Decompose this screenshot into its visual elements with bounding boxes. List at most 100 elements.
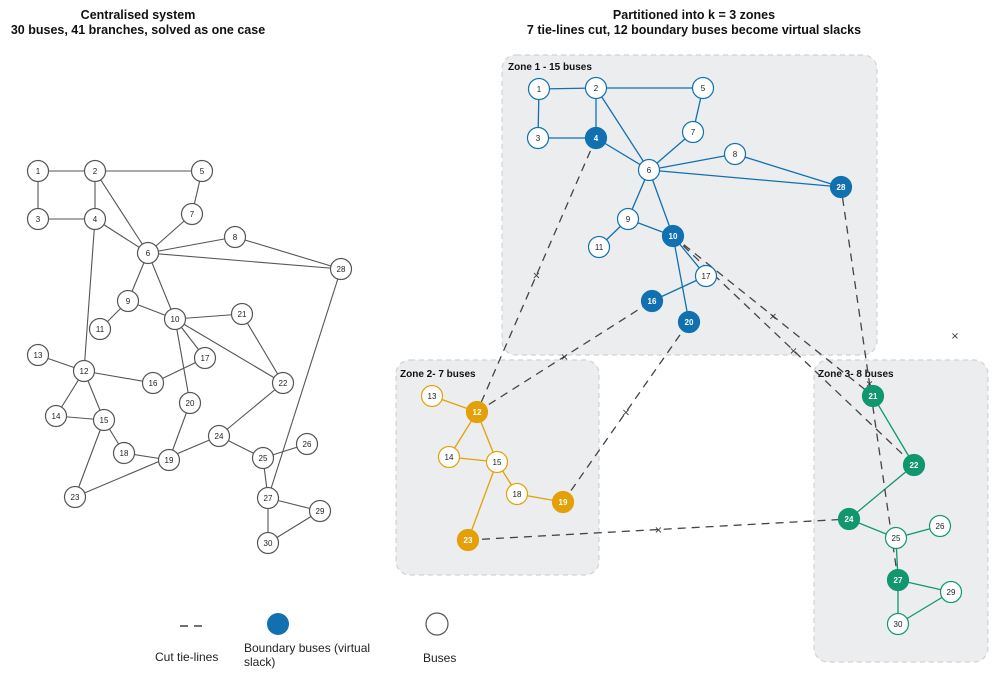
bus-left-1-circle bbox=[26, 159, 50, 183]
bus-left-28-circle bbox=[329, 257, 353, 281]
bus-left-4-label: 4 bbox=[93, 215, 98, 224]
bus-left-5-circle bbox=[190, 159, 214, 183]
bus-left-19-label: 19 bbox=[165, 456, 174, 465]
bus-left-29-label: 29 bbox=[316, 507, 325, 516]
bus-left-14-circle bbox=[44, 404, 68, 428]
bus-right-10-label: 10 bbox=[669, 232, 678, 241]
bus-right-27: 27 bbox=[886, 568, 910, 592]
bus-right-14: 14 bbox=[437, 445, 461, 469]
left-title-line1: Centralised system bbox=[80, 8, 196, 22]
bus-right-21-circle bbox=[861, 384, 885, 408]
branch-left-10-20 bbox=[174, 318, 191, 404]
bus-left-10-circle bbox=[163, 307, 187, 331]
bus-right-8: 8 bbox=[723, 142, 747, 166]
bus-left-23-label: 23 bbox=[71, 493, 80, 502]
bus-left-16-label: 16 bbox=[149, 379, 158, 388]
legend-boundary-label: Boundary buses (virtual slack) bbox=[244, 641, 371, 669]
bus-right-25: 25 bbox=[884, 526, 908, 550]
bus-right-4-label: 4 bbox=[594, 134, 599, 143]
bus-right-17-circle bbox=[694, 264, 718, 288]
bus-right-24: 24 bbox=[837, 507, 861, 531]
bus-left-18-label: 18 bbox=[120, 449, 129, 458]
bus-left-8-circle bbox=[223, 225, 247, 249]
bus-left-6-label: 6 bbox=[146, 249, 151, 258]
bus-left-16: 16 bbox=[141, 371, 165, 395]
bus-right-9-label: 9 bbox=[626, 215, 631, 224]
bus-left-2: 2 bbox=[83, 159, 107, 183]
bus-right-18-label: 18 bbox=[513, 490, 522, 499]
bus-left-6-circle bbox=[136, 241, 160, 265]
bus-right-17-label: 17 bbox=[702, 272, 711, 281]
bus-left-21-circle bbox=[230, 302, 254, 326]
cut-marker-extra: × bbox=[951, 331, 959, 342]
bus-left-22-circle bbox=[271, 371, 295, 395]
bus-right-4: 4 bbox=[584, 126, 608, 150]
bus-left-14: 14 bbox=[44, 404, 68, 428]
bus-right-2: 2 bbox=[584, 76, 608, 100]
bus-right-30-label: 30 bbox=[894, 620, 903, 629]
bus-left-19: 19 bbox=[157, 448, 181, 472]
bus-right-5: 5 bbox=[691, 76, 715, 100]
bus-right-15-label: 15 bbox=[493, 458, 502, 467]
bus-right-11: 11 bbox=[587, 235, 611, 259]
bus-right-6: 6 bbox=[637, 158, 661, 182]
bus-left-2-label: 2 bbox=[93, 167, 98, 176]
bus-right-23: 23 bbox=[456, 528, 480, 552]
bus-left-4: 4 bbox=[83, 207, 107, 231]
bus-right-16-circle bbox=[640, 289, 664, 313]
bus-left-11: 11 bbox=[88, 317, 112, 341]
bus-left-5: 5 bbox=[190, 159, 214, 183]
branch-left-23-24 bbox=[74, 435, 220, 498]
branch-left-2-6 bbox=[94, 170, 149, 254]
bus-left-26-label: 26 bbox=[303, 440, 312, 449]
bus-left-13-circle bbox=[26, 343, 50, 367]
bus-left-22: 22 bbox=[271, 371, 295, 395]
branch-left-10-22 bbox=[174, 318, 284, 384]
bus-right-9-circle bbox=[616, 207, 640, 231]
branch-right-2-6 bbox=[595, 87, 650, 171]
bus-left-27: 27 bbox=[256, 486, 280, 510]
tie-line-27-28 bbox=[840, 186, 899, 581]
branch-left-12-16 bbox=[83, 370, 154, 384]
bus-left-7-label: 7 bbox=[190, 210, 195, 219]
bus-right-9: 9 bbox=[616, 207, 640, 231]
bus-right-5-circle bbox=[691, 76, 715, 100]
tie-line-19-20 bbox=[562, 321, 690, 503]
bus-right-22-circle bbox=[902, 453, 926, 477]
zone-label-z1: Zone 1 - 15 buses bbox=[508, 62, 592, 73]
bus-left-28-label: 28 bbox=[337, 265, 346, 274]
bus-right-20-label: 20 bbox=[685, 318, 694, 327]
bus-left-11-label: 11 bbox=[96, 325, 105, 334]
bus-right-28-circle bbox=[829, 175, 853, 199]
bus-left-14-label: 14 bbox=[52, 412, 61, 421]
bus-left-8-label: 8 bbox=[233, 233, 238, 242]
bus-right-24-circle bbox=[837, 507, 861, 531]
bus-right-1-circle bbox=[527, 77, 551, 101]
bus-right-13-label: 13 bbox=[428, 392, 437, 401]
bus-left-3-label: 3 bbox=[36, 215, 41, 224]
bus-right-30-circle bbox=[886, 612, 910, 636]
bus-left-21: 21 bbox=[230, 302, 254, 326]
bus-left-24-circle bbox=[207, 424, 231, 448]
bus-right-21: 21 bbox=[861, 384, 885, 408]
bus-right-21-label: 21 bbox=[869, 392, 878, 401]
bus-left-25-circle bbox=[251, 446, 275, 470]
bus-left-1: 1 bbox=[26, 159, 50, 183]
branch-left-22-24 bbox=[218, 382, 284, 437]
legend-bus-swatch bbox=[425, 612, 449, 636]
bus-left-30: 30 bbox=[256, 531, 280, 555]
branch-left-6-10 bbox=[147, 252, 176, 320]
branch-right-22-24 bbox=[848, 464, 915, 520]
bus-left-20-circle bbox=[178, 391, 202, 415]
bus-left-13-label: 13 bbox=[34, 351, 43, 360]
bus-left-5-label: 5 bbox=[200, 167, 205, 176]
bus-left-30-circle bbox=[256, 531, 280, 555]
bus-right-12: 12 bbox=[465, 400, 489, 424]
bus-right-26-circle bbox=[928, 514, 952, 538]
branch-left-8-28 bbox=[234, 236, 342, 270]
bus-left-23: 23 bbox=[63, 485, 87, 509]
cut-marker-10-21: × bbox=[769, 312, 777, 323]
bus-right-20-circle bbox=[677, 310, 701, 334]
bus-left-20: 20 bbox=[178, 391, 202, 415]
